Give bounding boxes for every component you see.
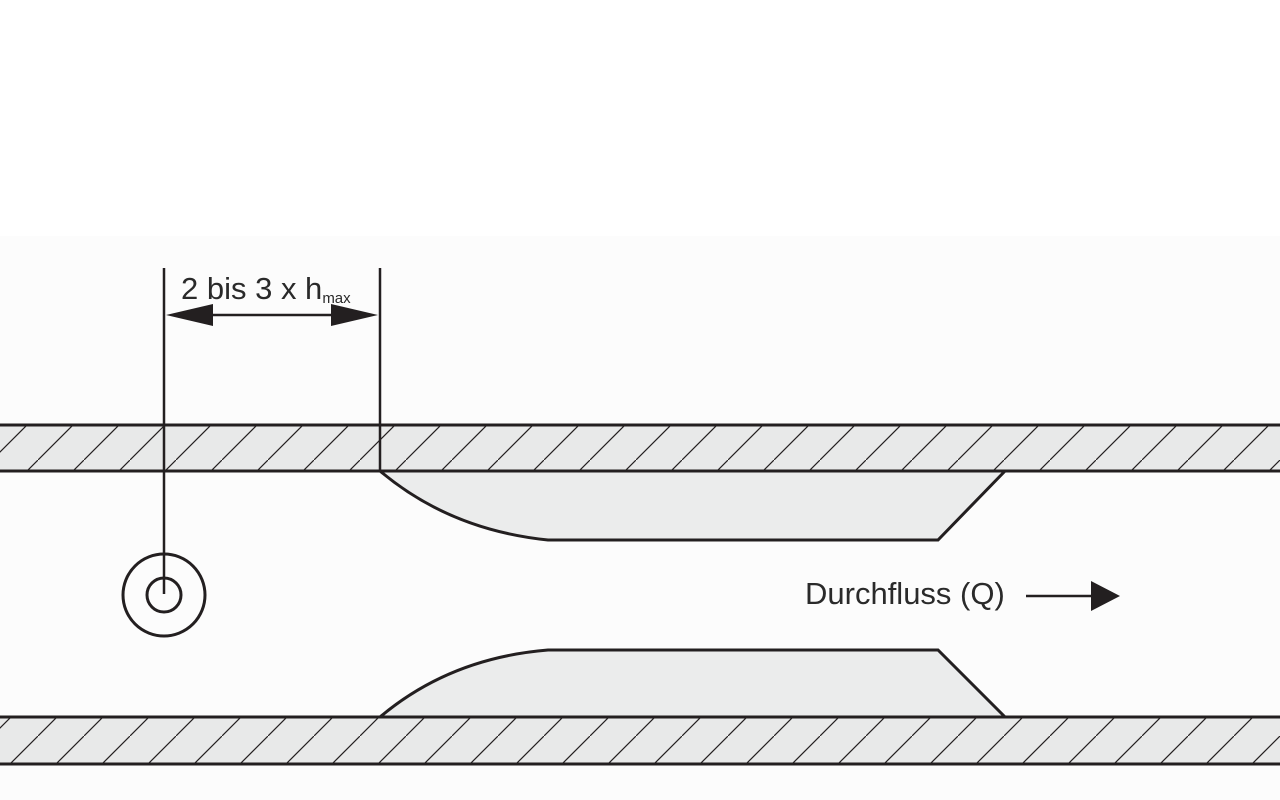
flow-arrowhead: [1091, 581, 1120, 611]
flow-direction-arrow: [1026, 581, 1120, 611]
flow-label: Durchfluss (Q): [805, 576, 1005, 611]
dimension-arrow: [166, 304, 378, 326]
dimension-label: 2 bis 3 x hmax: [181, 271, 351, 307]
bottom-channel-wall: [0, 715, 1280, 766]
top-flume-contraction: [375, 469, 1009, 542]
bottom-flume-contraction: [375, 648, 1009, 719]
sensor-inner-circle: [145, 576, 183, 614]
sensor-outer-circle: [121, 552, 207, 638]
dimension-arrowhead-right: [331, 304, 378, 326]
top-channel-wall: [0, 423, 1280, 473]
dimension-arrowhead-left: [166, 304, 213, 326]
dimension-label-subscript: max: [322, 290, 351, 307]
dimension-label-main: 2 bis 3 x h: [181, 271, 322, 306]
